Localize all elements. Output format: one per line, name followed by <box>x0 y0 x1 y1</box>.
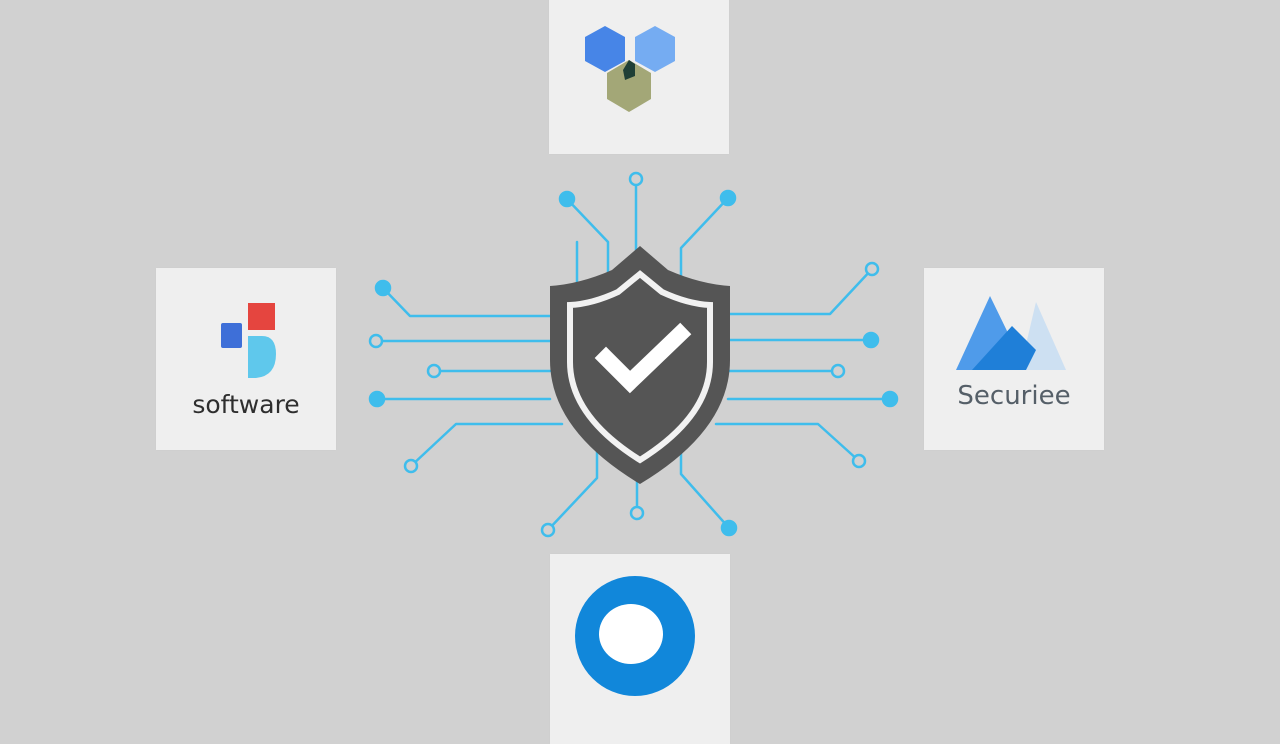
circuit-trace <box>726 267 874 316</box>
circuit-trace <box>565 197 610 282</box>
circuit-node <box>629 505 645 521</box>
circuit-node <box>426 363 442 379</box>
tile-software: software <box>156 268 336 450</box>
circuit-node <box>720 519 738 537</box>
circuit-node <box>368 390 386 408</box>
tile-label-securiee: Securiee <box>957 381 1071 411</box>
circuit-node <box>558 190 576 208</box>
hexagon-cluster-icon <box>585 26 675 112</box>
circuit-node <box>862 331 880 349</box>
circuit-node <box>540 522 556 538</box>
circuit-trace <box>679 448 731 530</box>
circuit-node <box>719 189 737 207</box>
tile-top <box>549 0 729 154</box>
circuit-node <box>403 458 419 474</box>
colored-blocks-logo-icon <box>221 303 276 378</box>
circuit-trace <box>679 196 730 284</box>
circuit-node <box>830 363 846 379</box>
shield-check-icon <box>550 246 730 484</box>
circuit-node <box>374 279 392 297</box>
diagram: software Securiee <box>156 0 1104 744</box>
circuit-trace <box>409 422 564 468</box>
tile-label-software: software <box>192 390 300 419</box>
circuit-node <box>851 453 867 469</box>
circuit-node <box>368 333 384 349</box>
tile-bottom <box>550 554 730 744</box>
circuit-node <box>864 261 880 277</box>
circuit-node <box>881 390 899 408</box>
circuit-node <box>628 171 644 187</box>
blue-ring-icon <box>575 576 695 696</box>
tile-securiee: Securiee <box>924 268 1104 450</box>
circuit-trace <box>546 448 599 532</box>
circuit-trace <box>381 286 552 318</box>
circuit-trace <box>714 422 861 463</box>
blue-mountain-logo-icon <box>956 296 1066 370</box>
